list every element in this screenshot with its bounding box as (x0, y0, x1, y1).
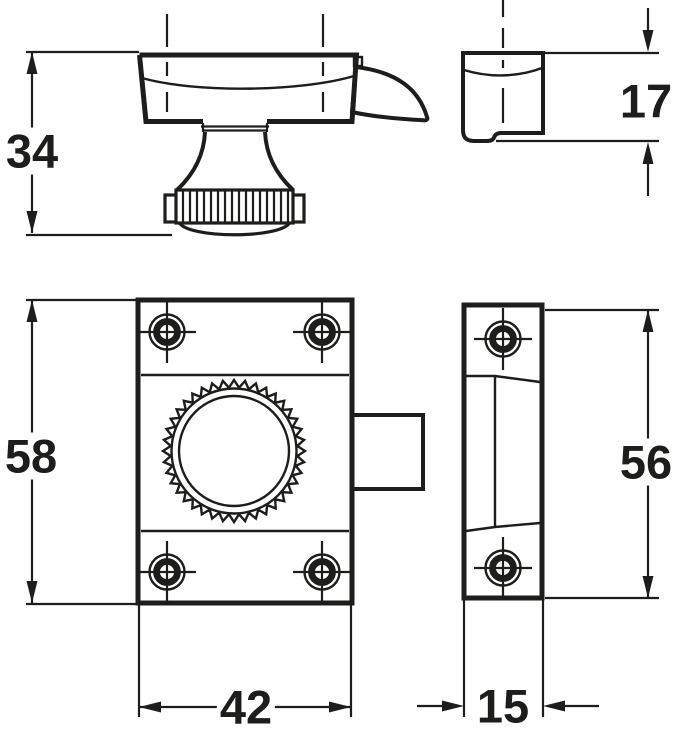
front-plate (135, 297, 355, 606)
latch-tongue (349, 64, 430, 123)
front-view (135, 297, 425, 606)
dim-plate-width-label: 15 (473, 682, 533, 730)
dimension-17 (496, 8, 659, 196)
knurl-ribs (181, 191, 290, 222)
screw-hole (138, 301, 196, 363)
end-view (461, 0, 545, 143)
plate-divider-top (466, 374, 541, 384)
front-bolt (353, 413, 425, 491)
dimension-34 (26, 50, 172, 237)
dim-end-depth-label: 17 (616, 77, 676, 125)
screw-hole (474, 537, 532, 599)
knurl-teeth (160, 377, 308, 525)
screw-hole (293, 301, 351, 363)
screw-hole (474, 308, 532, 370)
dimension-42 (137, 605, 353, 717)
plate-divider-bottom (465, 521, 541, 533)
dim-front-height-label: 58 (1, 432, 61, 480)
knob-stem (175, 131, 295, 192)
latch-body (137, 52, 360, 124)
dim-plate-height-label: 56 (616, 438, 676, 486)
body-face-curve (141, 74, 355, 90)
screw-hole (293, 541, 351, 603)
knurl-band (174, 188, 295, 225)
dim-front-width-label: 42 (216, 683, 276, 730)
side-view (137, 14, 430, 237)
dimension-15 (417, 600, 599, 717)
end-face-curve (463, 66, 543, 77)
screw-hole (138, 541, 196, 603)
dim-side-height-label: 34 (2, 127, 62, 175)
knob-face (177, 394, 291, 508)
plate-view (461, 302, 545, 601)
knob-collar (201, 123, 269, 132)
knurl-inner-edge (170, 387, 298, 515)
